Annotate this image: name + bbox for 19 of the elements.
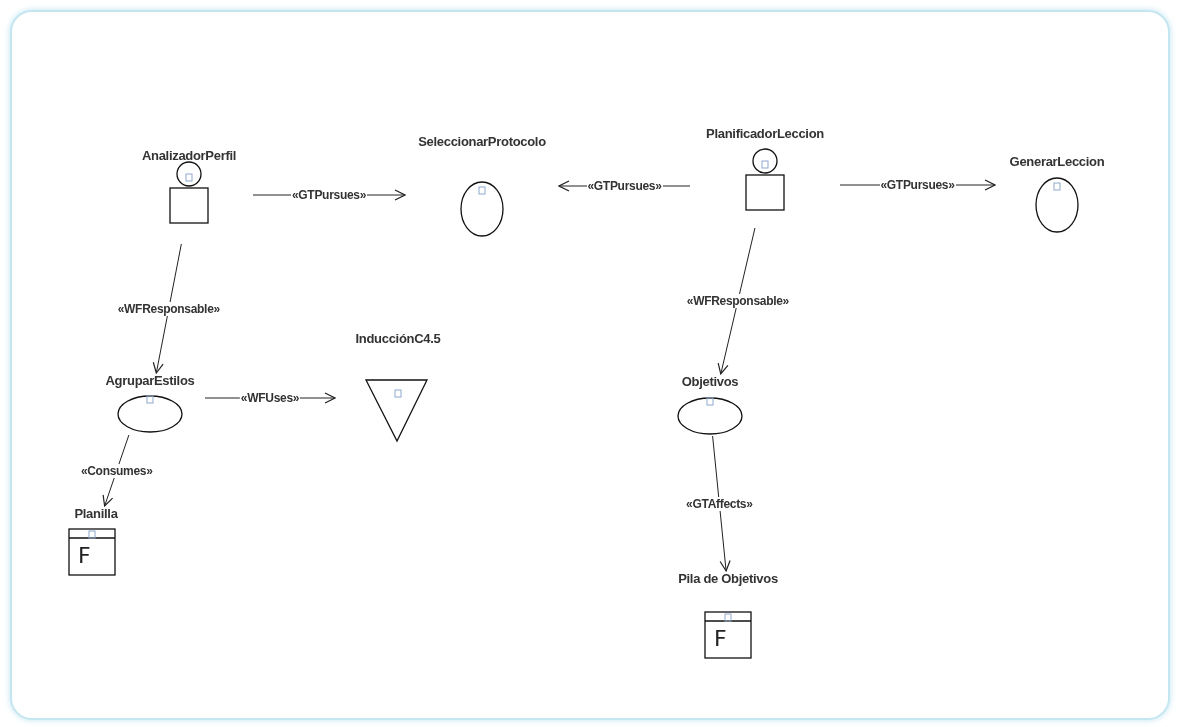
fact-letter: F [714, 628, 727, 650]
arrow [712, 435, 731, 572]
edge-label: «GTPursues» [586, 179, 663, 193]
edge-label: «GTPursues» [290, 188, 368, 202]
node-title: AnalizadorPerfil [140, 148, 238, 163]
arrow [152, 243, 182, 374]
node-title: AgruparEstilos [104, 373, 196, 388]
edge-label: «WFUses» [239, 391, 301, 405]
edge-label: «GTPursues» [879, 178, 956, 192]
node-title: GenerarLeccion [1008, 154, 1106, 169]
node-title: InducciónC4.5 [354, 331, 442, 346]
node-title: Objetivos [680, 374, 740, 389]
node-title: SeleccionarProtocolo [417, 134, 547, 149]
node-title: Pila de Objetivos [677, 571, 779, 586]
fact-letter: F [78, 545, 91, 567]
arrow [717, 227, 756, 375]
node-title: Planilla [73, 506, 119, 521]
edge-label: «WFResponsable» [685, 294, 790, 308]
node-title: PlanificadorLeccion [705, 126, 825, 141]
